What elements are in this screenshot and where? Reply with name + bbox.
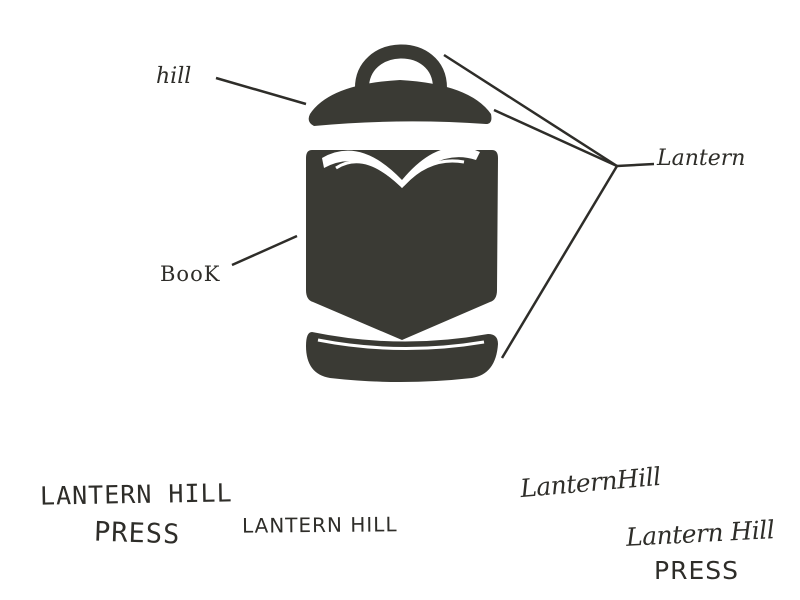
wordmark-script-stacked-line2: PRESS (654, 556, 739, 585)
lantern-handle (354, 44, 447, 97)
wordmark-stacked-line1: LANTERN HILL (39, 478, 233, 511)
lantern-base-slit (317, 338, 485, 351)
leader-line-hill (215, 76, 307, 106)
label-hill: hill (156, 64, 192, 89)
leader-line-book (231, 234, 298, 267)
leader-line-lantern-tie (616, 162, 655, 168)
wordmark-single: LANTERN HILL (241, 512, 398, 538)
lantern-lid-hill (308, 80, 492, 126)
lantern-body-book (306, 150, 498, 340)
leader-line-lantern-base (500, 165, 619, 359)
leader-line-lantern-lid (493, 108, 618, 168)
label-book: BooK (160, 262, 221, 286)
leader-line-lantern-handle (443, 53, 618, 168)
book-pages (322, 146, 480, 186)
book-pages-inner (335, 159, 465, 189)
label-lantern: Lantern (657, 146, 746, 171)
wordmark-stacked-line2: PRESS (93, 516, 181, 551)
